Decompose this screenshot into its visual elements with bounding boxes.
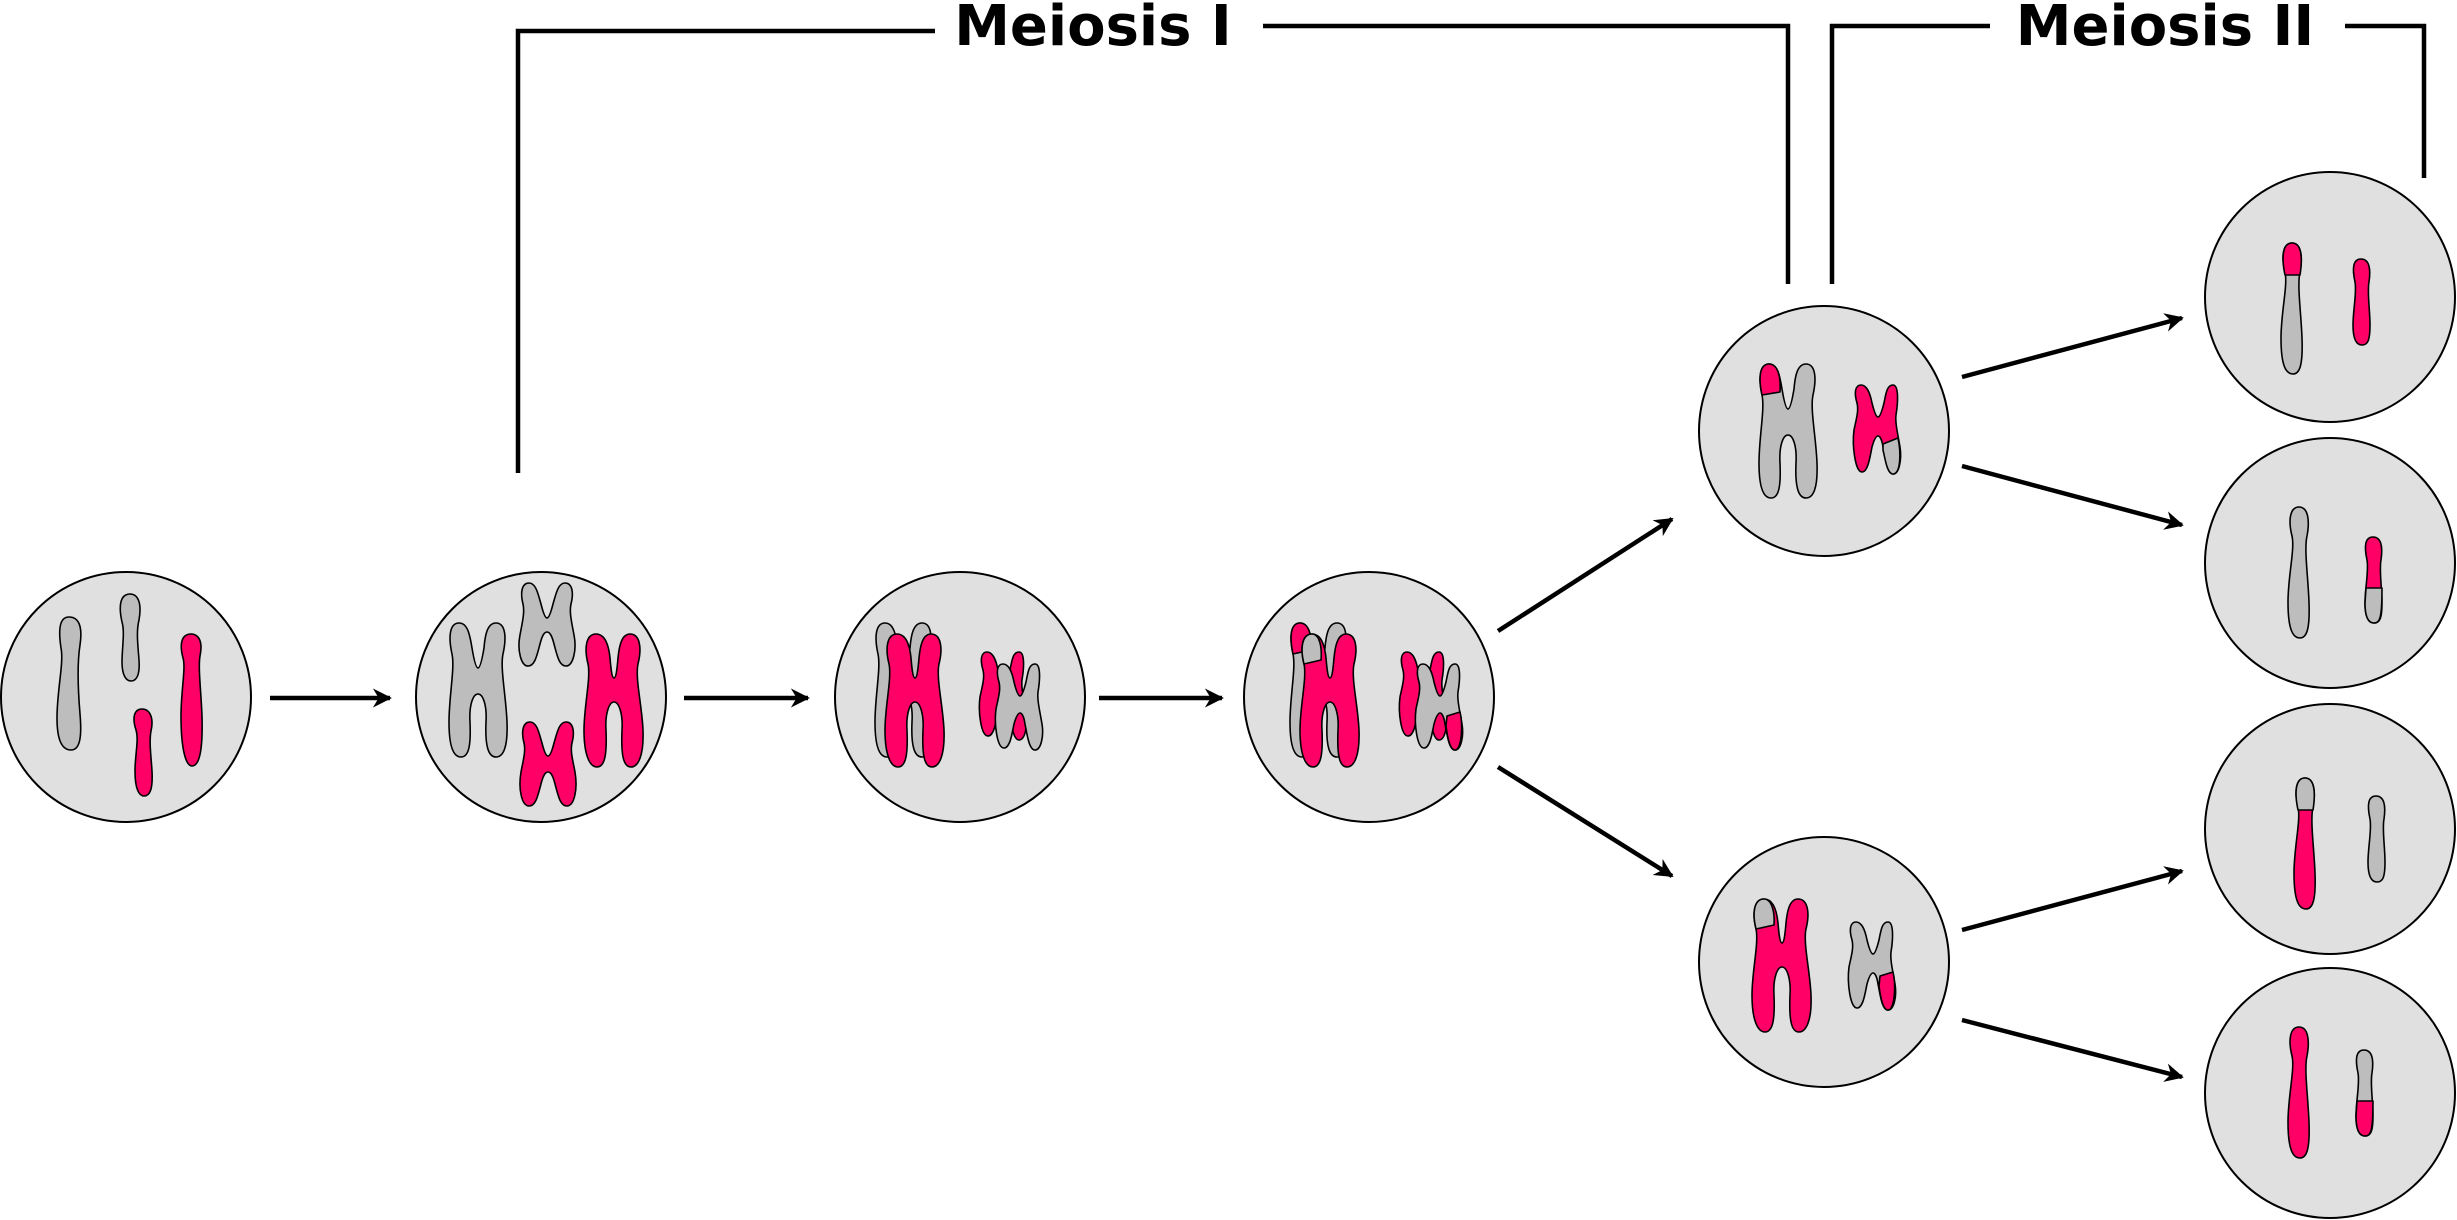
cell-membrane bbox=[834, 571, 1086, 823]
chromosome bbox=[2352, 258, 2371, 346]
chromosome bbox=[180, 633, 203, 767]
meiosis-2-bracket bbox=[1829, 23, 2427, 284]
chromosome bbox=[519, 721, 577, 807]
chromosome bbox=[518, 582, 576, 667]
arrow-to-cell-bottom-2 bbox=[1961, 1017, 2184, 1082]
meiosis-1-bracket bbox=[515, 23, 1791, 473]
arrow-to-cell-top-1 bbox=[1961, 313, 2184, 380]
cell-stage-1 bbox=[0, 571, 252, 823]
crossover-segment bbox=[1878, 971, 1896, 1011]
arrow-to-cell-bottom-1 bbox=[1961, 866, 2184, 933]
arrow-to-cell-top-2 bbox=[1961, 463, 2184, 530]
chromosome bbox=[884, 633, 945, 768]
chromosome bbox=[1299, 633, 1360, 768]
gamete-4 bbox=[2204, 967, 2456, 1219]
arrow-split-down bbox=[1496, 765, 1674, 878]
chromosome bbox=[133, 708, 153, 797]
meiosis-1-label: Meiosis I bbox=[954, 0, 1232, 59]
cell-membrane bbox=[1698, 305, 1950, 557]
chromosome bbox=[1751, 898, 1812, 1033]
stage-arrows bbox=[270, 313, 2184, 1082]
chromosome bbox=[2367, 795, 2386, 883]
cell-stage-4 bbox=[1243, 571, 1495, 823]
gamete-2 bbox=[2204, 437, 2456, 689]
chromosome bbox=[1758, 363, 1818, 499]
crossover-segment bbox=[1759, 363, 1781, 396]
crossover-segment bbox=[1882, 437, 1901, 475]
chromosome bbox=[583, 633, 644, 768]
cell-stage-5-upper bbox=[1698, 305, 1950, 557]
chromosome bbox=[2287, 1026, 2310, 1159]
chromosome bbox=[56, 616, 82, 751]
cell-membrane bbox=[1698, 836, 1950, 1088]
crossover-segment bbox=[1753, 898, 1775, 930]
arrow-split-up bbox=[1496, 517, 1674, 633]
chromosome bbox=[2287, 506, 2310, 639]
cell-stage-5-lower bbox=[1698, 836, 1950, 1088]
chromosome bbox=[448, 622, 508, 758]
chromosome bbox=[994, 663, 1044, 751]
crossover-segment bbox=[1445, 711, 1463, 751]
cell-membrane bbox=[2204, 437, 2456, 689]
crossover-segment bbox=[1301, 633, 1323, 665]
cell-membrane bbox=[2204, 967, 2456, 1219]
crossover-segment bbox=[2364, 587, 2383, 624]
meiosis-2-label: Meiosis II bbox=[2016, 0, 2314, 59]
cell-stage-3 bbox=[834, 571, 1086, 823]
cell-membrane bbox=[2204, 703, 2456, 955]
crossover-segment bbox=[2282, 242, 2303, 276]
cell-stage-2 bbox=[415, 571, 667, 823]
gamete-1 bbox=[2204, 171, 2456, 423]
crossover-segment bbox=[2295, 777, 2316, 811]
gamete-3 bbox=[2204, 703, 2456, 955]
cell-membrane bbox=[2204, 171, 2456, 423]
crossover-segment bbox=[2355, 1100, 2374, 1137]
chromosome bbox=[119, 593, 141, 682]
